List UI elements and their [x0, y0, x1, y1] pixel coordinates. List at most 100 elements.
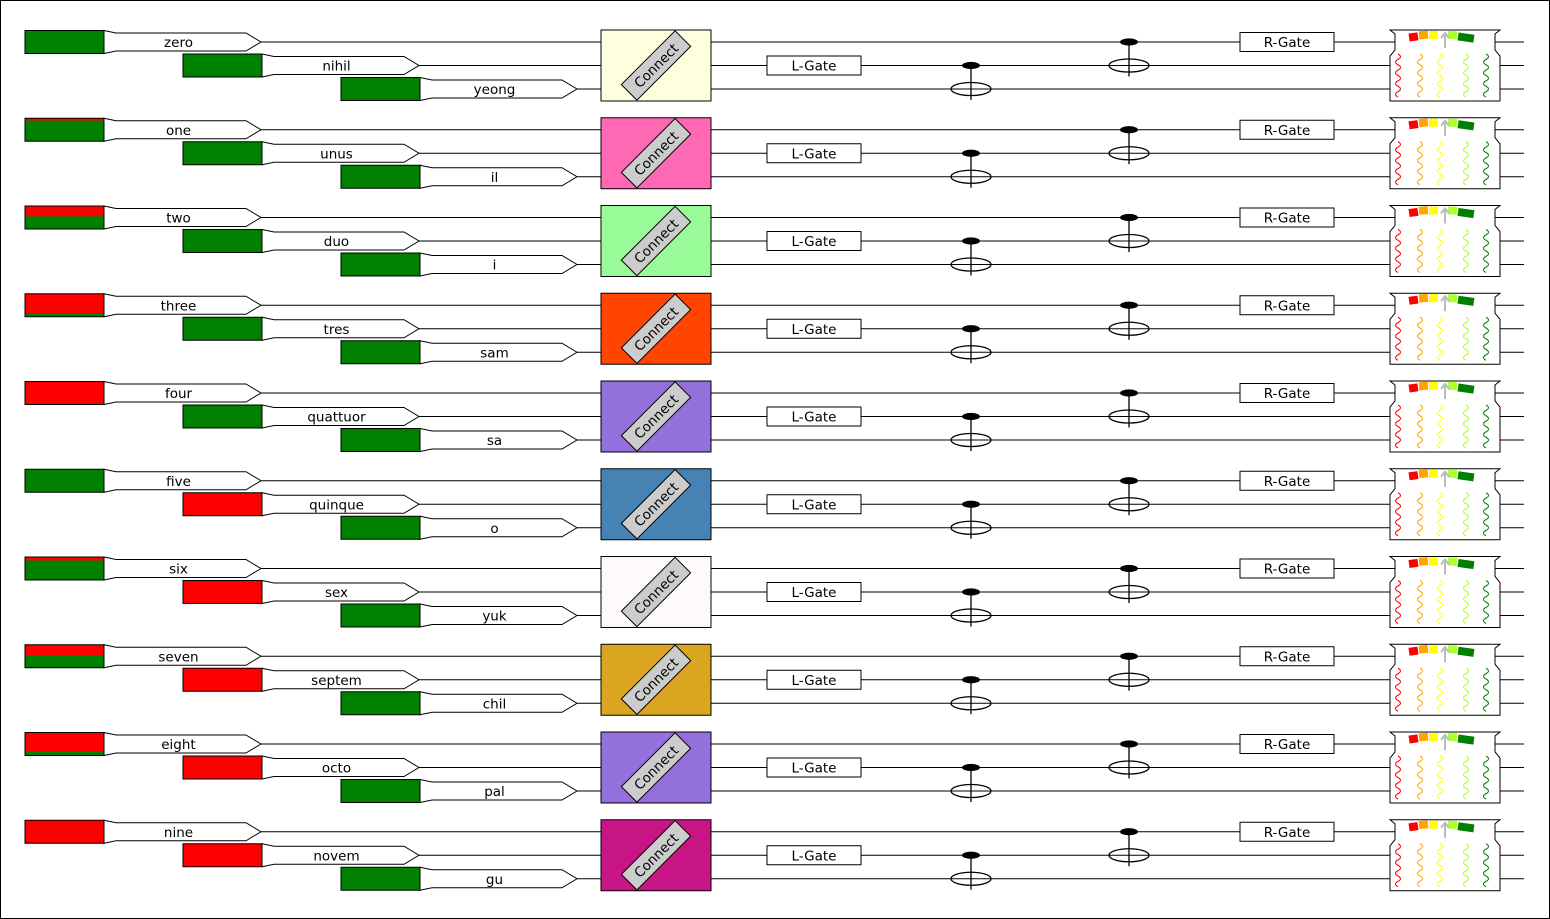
cnot-control-dot — [962, 588, 980, 596]
meter-segment — [1447, 820, 1458, 830]
meter-coil — [1483, 141, 1489, 186]
meter-coil — [1395, 229, 1401, 273]
qubit-name-tag — [103, 293, 262, 318]
cnot-target — [950, 169, 992, 184]
qubit-label: three — [161, 298, 197, 314]
meter-segment — [1429, 382, 1438, 390]
state-bar-fill — [25, 206, 104, 217]
cnot-target — [950, 608, 992, 623]
cnot-target — [950, 871, 992, 886]
qubit-name-tag — [419, 76, 578, 102]
qubit-label: six — [169, 562, 188, 578]
meter-coil — [1437, 580, 1443, 624]
state-bar — [25, 30, 104, 54]
meter-segment — [1447, 469, 1458, 479]
state-bar — [341, 867, 420, 891]
cnot-target — [1108, 58, 1150, 73]
meter-segment — [1408, 646, 1419, 656]
meter-segment — [1418, 557, 1429, 566]
qubit-label: chil — [483, 696, 506, 712]
qubit-label: il — [491, 170, 499, 186]
meter-coil — [1463, 755, 1469, 800]
meter-coil — [1463, 229, 1469, 273]
l-gate-box — [766, 669, 862, 690]
meter-segment — [1408, 207, 1419, 218]
qubit-name-tag — [419, 427, 578, 453]
qubit-label: one — [166, 123, 191, 139]
qubit-label: novem — [313, 848, 359, 864]
cnot-control-dot — [1120, 740, 1138, 748]
state-bar-fill — [25, 118, 104, 121]
qubit-label: zero — [164, 35, 193, 51]
qubit-name-tag — [103, 117, 262, 142]
qubit-name-tag — [419, 515, 578, 540]
l-gate-label: L-Gate — [792, 234, 837, 250]
qubit-label: unus — [320, 146, 353, 162]
r-gate-label: R-Gate — [1264, 562, 1311, 578]
meter-segment — [1429, 206, 1438, 215]
l-gate-label: L-Gate — [792, 673, 837, 689]
qubit-name-tag — [261, 843, 420, 868]
qubit-label: four — [165, 386, 193, 402]
cnot-target — [1108, 760, 1150, 775]
meter-coil — [1483, 755, 1489, 800]
r-gate-box — [1239, 470, 1335, 491]
meter-coil — [1437, 492, 1443, 537]
qubit-name-tag — [419, 340, 578, 365]
meter-segment — [1457, 207, 1475, 219]
state-bar-fill — [25, 732, 104, 753]
cnot-control-dot — [962, 851, 980, 859]
qubit-label: nihil — [322, 59, 350, 75]
connect-label-box — [620, 205, 692, 277]
qubit-name-tag — [261, 228, 420, 254]
r-gate-box — [1239, 119, 1335, 140]
cnot-control-dot — [1120, 477, 1138, 485]
meter-coil — [1437, 843, 1443, 888]
state-bar — [341, 340, 420, 364]
qubit-label: yuk — [482, 609, 507, 625]
meter-segment — [1447, 557, 1458, 566]
r-gate-label: R-Gate — [1264, 474, 1311, 490]
qubit-name-tag — [419, 778, 578, 804]
qubit-name-tag — [419, 164, 578, 189]
qubit-label: nine — [164, 825, 193, 841]
r-gate-box — [1239, 32, 1335, 52]
meter-segment — [1418, 293, 1429, 303]
meter-segment — [1418, 469, 1429, 479]
qubit-label: sam — [480, 345, 508, 361]
state-bar — [183, 317, 262, 341]
cnot-control-dot — [1120, 389, 1138, 397]
r-gate-label: R-Gate — [1264, 35, 1311, 51]
qubit-label: quattuor — [307, 410, 366, 426]
meter-coil — [1483, 667, 1489, 712]
state-bar-fill — [25, 820, 104, 844]
qubit-label: gu — [486, 872, 503, 888]
cnot-control-dot — [1120, 828, 1138, 836]
qubit-name-tag — [261, 755, 420, 780]
meter-segment — [1408, 32, 1419, 42]
meter-coil — [1395, 53, 1401, 98]
meter-segment — [1429, 733, 1438, 741]
meter-coil — [1395, 843, 1401, 888]
state-bar — [25, 469, 104, 493]
meter-coil — [1417, 492, 1423, 537]
qubit-label: quinque — [309, 497, 364, 513]
qubit-name-tag — [261, 141, 420, 166]
connect-label-box — [620, 819, 692, 891]
l-gate-label: L-Gate — [792, 761, 837, 777]
meter-coil — [1395, 404, 1401, 449]
state-bar — [341, 779, 420, 803]
l-gate-label: L-Gate — [792, 497, 837, 513]
qubit-label: sex — [325, 585, 348, 601]
meter-segment — [1408, 471, 1419, 481]
meter-needle-head — [1440, 557, 1450, 566]
cnot-target — [1108, 848, 1150, 863]
l-gate-box — [766, 318, 862, 339]
meter-coil — [1417, 667, 1423, 712]
connect-label-box — [620, 732, 692, 803]
meter-segment — [1457, 120, 1475, 131]
